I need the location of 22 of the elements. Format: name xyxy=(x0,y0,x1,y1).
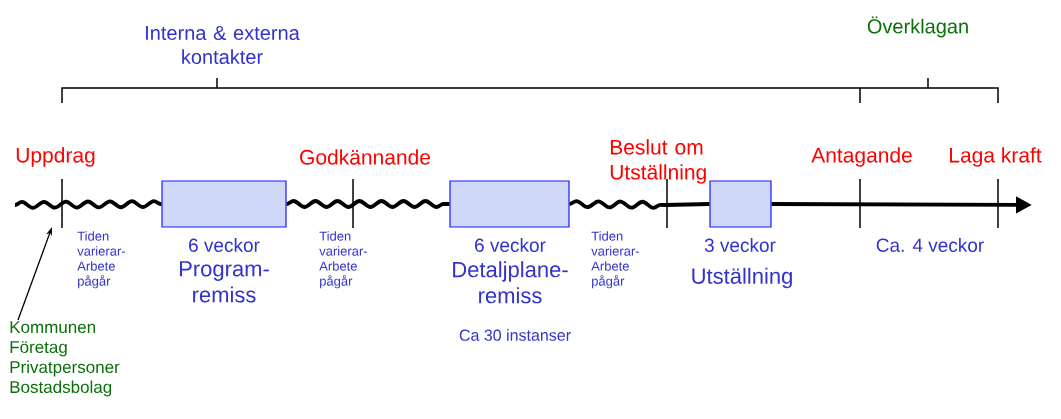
note-label: Tiden varierar- Arbete pågår xyxy=(319,231,367,289)
timeline-line xyxy=(14,199,163,210)
phase-label: Detaljplane- remiss xyxy=(453,261,568,304)
phase-label: 6 veckor xyxy=(475,238,546,252)
timeline-line xyxy=(568,199,710,210)
phase-box xyxy=(709,180,772,228)
duration-label: Ca. 4 veckor xyxy=(876,238,984,252)
bracket-label: Interna & externa kontakter xyxy=(146,26,300,64)
phase-box xyxy=(161,180,287,228)
timeline-line xyxy=(285,199,450,209)
bracket-label: Överklagan xyxy=(867,16,968,38)
note-label: Tiden varierar- Arbete pågår xyxy=(77,231,125,289)
milestone-label: Godkännande xyxy=(300,149,430,165)
milestone-label: Laga kraft xyxy=(950,147,1042,167)
stakeholder-list: Kommunen Företag Privatpersoner Bostadsbolag xyxy=(10,321,120,397)
phase-label: Utställning xyxy=(692,267,792,289)
phase-box xyxy=(449,180,570,228)
phase-label: 6 veckor xyxy=(189,238,260,252)
phase-label: Program- remiss xyxy=(179,261,269,303)
phase-label: 3 veckor xyxy=(704,238,776,252)
milestone-label: Antagande xyxy=(811,147,912,167)
phase-label: Ca 30 instanser xyxy=(459,329,571,341)
